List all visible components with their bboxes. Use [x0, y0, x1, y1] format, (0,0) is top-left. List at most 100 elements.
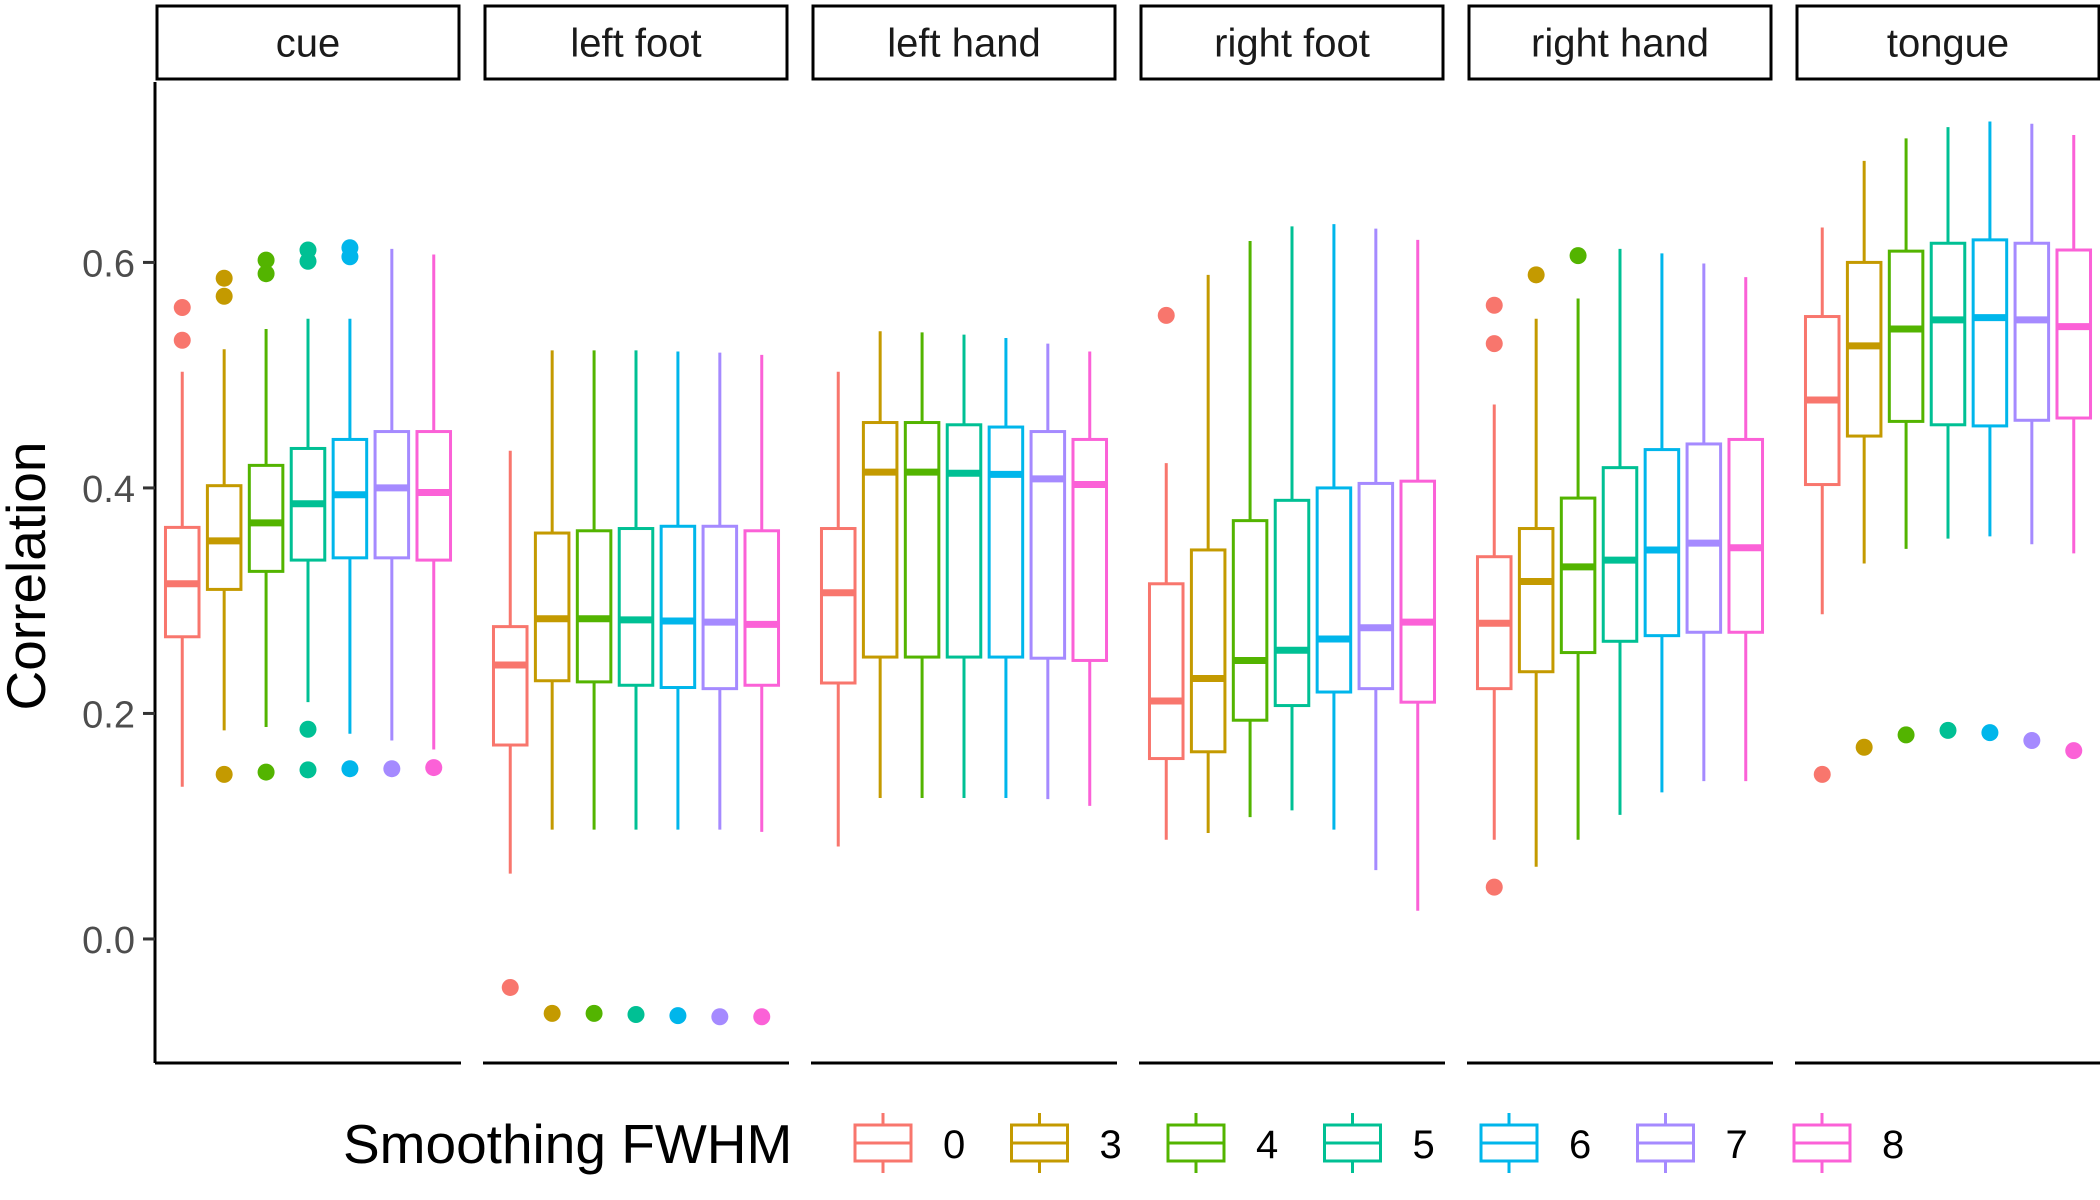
- outlier-point: [2023, 732, 2041, 750]
- iqr-box: [1685, 442, 1723, 634]
- box-5: [1929, 127, 1967, 739]
- box-0: [1475, 296, 1513, 896]
- box-3: [861, 331, 899, 799]
- box-7: [2013, 123, 2051, 750]
- facet-strip-label: tongue: [1887, 22, 2009, 66]
- box-8: [1399, 239, 1437, 911]
- outlier-point: [1485, 335, 1503, 353]
- iqr-box: [1559, 496, 1597, 655]
- box-4: [575, 350, 613, 1022]
- facet-strip-label: left foot: [570, 22, 701, 66]
- iqr-box: [1147, 582, 1185, 761]
- outlier-point: [257, 763, 275, 781]
- outlier-point: [299, 252, 317, 270]
- iqr-box: [247, 463, 285, 573]
- iqr-box: [701, 524, 739, 691]
- y-axis: 0.00.20.40.6: [82, 82, 157, 1063]
- y-tick-label: 0.6: [82, 243, 135, 285]
- outlier-point: [1527, 266, 1545, 284]
- iqr-box: [1071, 437, 1109, 662]
- iqr-box: [1357, 481, 1395, 691]
- box-5: [1273, 226, 1311, 811]
- outlier-point: [1981, 724, 1999, 742]
- box-6: [1971, 121, 2009, 742]
- iqr-box: [1517, 527, 1555, 674]
- box-3: [1189, 274, 1227, 833]
- outlier-point: [501, 978, 519, 996]
- box-3: [205, 269, 243, 783]
- outlier-point: [215, 765, 233, 783]
- iqr-box: [659, 524, 697, 690]
- outlier-point: [215, 269, 233, 287]
- legend-label: 5: [1413, 1123, 1435, 1167]
- outlier-point: [711, 1008, 729, 1026]
- iqr-box: [1929, 241, 1967, 427]
- box-4: [1887, 138, 1925, 744]
- iqr-box: [819, 527, 857, 685]
- iqr-box: [861, 421, 899, 659]
- legend-label: 3: [1100, 1123, 1122, 1167]
- outlier-point: [299, 761, 317, 779]
- box-8: [743, 354, 781, 1026]
- outlier-point: [669, 1007, 687, 1025]
- legend-entry-5: 5: [1323, 1113, 1435, 1173]
- facet-panel: tongue: [1795, 4, 2100, 1065]
- facet-panel: cue: [155, 4, 461, 1065]
- box-7: [1685, 263, 1723, 782]
- outlier-point: [383, 760, 401, 778]
- facet-panel: left hand: [811, 4, 1117, 1065]
- box-0: [491, 450, 529, 996]
- iqr-box: [2013, 241, 2051, 422]
- box-6: [1315, 224, 1353, 830]
- legend-label: 7: [1726, 1123, 1748, 1167]
- legend-entry-8: 8: [1792, 1113, 1904, 1173]
- outlier-point: [1157, 306, 1175, 324]
- facet-strip: [1467, 4, 1773, 81]
- outlier-point: [1897, 726, 1915, 744]
- outlier-point: [299, 720, 317, 738]
- box-5: [617, 350, 655, 1024]
- outlier-point: [627, 1006, 645, 1024]
- y-tick-label: 0.0: [82, 920, 135, 962]
- box-5: [289, 241, 327, 779]
- facet-strip: [1795, 4, 2100, 81]
- outlier-point: [2065, 742, 2083, 760]
- iqr-box: [1029, 430, 1067, 660]
- iqr-box: [575, 529, 613, 684]
- box-0: [1147, 306, 1185, 840]
- iqr-box: [617, 527, 655, 687]
- iqr-box: [331, 437, 369, 560]
- facet-strip: [483, 4, 789, 81]
- legend-entry-0: 0: [853, 1113, 965, 1173]
- box-6: [331, 239, 369, 778]
- box-4: [1559, 247, 1597, 840]
- box-8: [1727, 277, 1765, 782]
- box-8: [2055, 134, 2093, 760]
- iqr-box: [987, 425, 1025, 659]
- iqr-box: [1399, 479, 1437, 704]
- iqr-box: [1727, 437, 1765, 634]
- outlier-point: [173, 299, 191, 317]
- iqr-box: [1643, 448, 1681, 638]
- box-7: [373, 248, 411, 778]
- outlier-point: [1485, 296, 1503, 314]
- outlier-point: [1569, 247, 1587, 265]
- outlier-point: [341, 760, 359, 778]
- legend-entry-7: 7: [1636, 1113, 1748, 1173]
- legend-label: 6: [1569, 1123, 1591, 1167]
- iqr-box: [945, 423, 983, 659]
- iqr-box: [1231, 519, 1269, 722]
- facet-panel: left foot: [483, 4, 789, 1065]
- y-tick-label: 0.4: [82, 469, 135, 511]
- iqr-box: [1887, 249, 1925, 423]
- outlier-point: [215, 287, 233, 305]
- box-7: [1357, 228, 1395, 871]
- iqr-box: [743, 529, 781, 687]
- outlier-point: [257, 265, 275, 283]
- iqr-box: [533, 531, 571, 683]
- box-6: [1643, 253, 1681, 793]
- legend-label: 0: [943, 1123, 965, 1167]
- box-3: [1845, 160, 1883, 756]
- outlier-point: [1485, 878, 1503, 896]
